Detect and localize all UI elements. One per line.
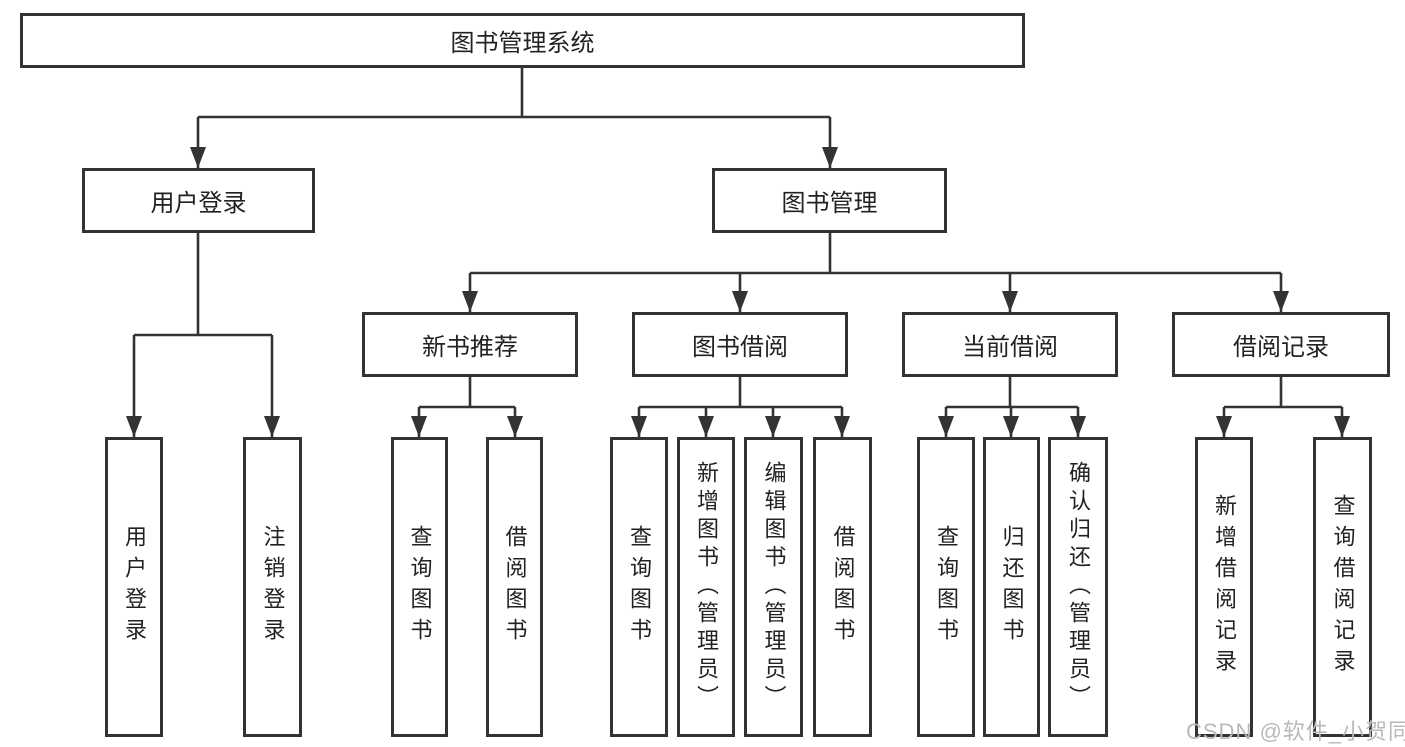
node-book-management: 图书管理 bbox=[712, 168, 947, 233]
leaf-query-books-recommend: 查询图书 bbox=[391, 437, 448, 737]
leaf-add-book-admin: 新增图书（管理员） bbox=[677, 437, 735, 737]
leaf-query-books-borrow: 查询图书 bbox=[610, 437, 668, 737]
node-new-book-recommend: 新书推荐 bbox=[362, 312, 578, 377]
node-current-borrow: 当前借阅 bbox=[902, 312, 1118, 377]
csdn-watermark: CSDN @软件_小贺同学 bbox=[1186, 719, 1405, 744]
leaf-logout-login: 注销登录 bbox=[243, 437, 302, 737]
node-book-borrow: 图书借阅 bbox=[632, 312, 848, 377]
leaf-query-books-current: 查询图书 bbox=[917, 437, 975, 737]
leaf-confirm-return-admin: 确认归还（管理员） bbox=[1048, 437, 1108, 737]
leaf-borrow-books-recommend: 借阅图书 bbox=[486, 437, 543, 737]
leaf-borrow-books: 借阅图书 bbox=[813, 437, 872, 737]
node-root-library-system: 图书管理系统 bbox=[20, 13, 1025, 68]
leaf-query-borrow-record: 查询借阅记录 bbox=[1313, 437, 1372, 737]
leaf-edit-book-admin: 编辑图书（管理员） bbox=[744, 437, 803, 737]
node-borrow-records: 借阅记录 bbox=[1172, 312, 1390, 377]
leaf-user-login: 用户登录 bbox=[105, 437, 163, 737]
leaf-add-borrow-record: 新增借阅记录 bbox=[1195, 437, 1253, 737]
node-user-login: 用户登录 bbox=[82, 168, 315, 233]
leaf-return-book: 归还图书 bbox=[983, 437, 1040, 737]
